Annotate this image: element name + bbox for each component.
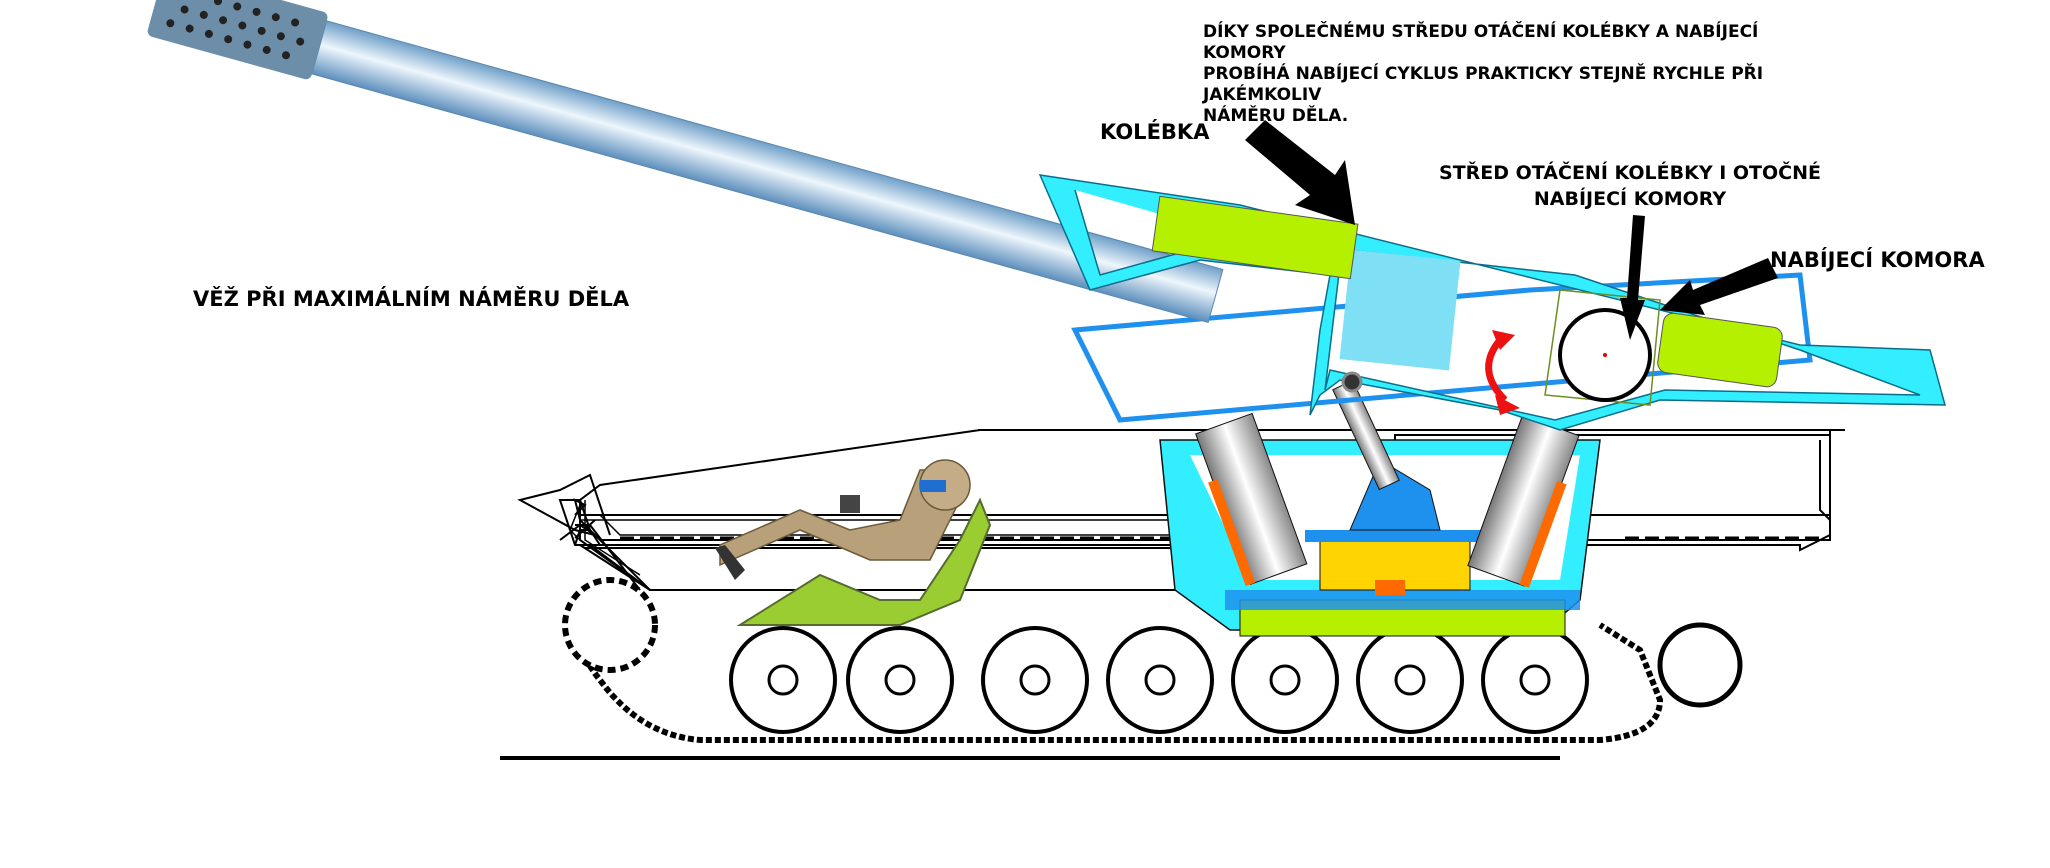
cradle-arrow [1245, 120, 1355, 225]
rotation-arrow-head-top [1492, 330, 1515, 350]
pointer-arrows [1245, 120, 1778, 340]
note-line-3: NÁMĚRU DĚLA. [1203, 106, 1349, 126]
pivot-arrow [1620, 215, 1645, 340]
pivot-label-line-2: NABÍJECÍ KOMORY [1533, 188, 1727, 210]
drive-sprocket [562, 577, 658, 673]
explanation-note: DÍKY SPOLEČNÉMU STŘEDU OTÁČENÍ KOLÉBKY A… [1203, 22, 1803, 127]
hull-rear [1395, 440, 1831, 541]
ammo-cylinder-right [1467, 414, 1580, 588]
mount-blue [1305, 530, 1485, 542]
hydraulic-joint [1341, 371, 1363, 393]
muzzle-brake-holes [166, 0, 305, 60]
cradle-window [1339, 249, 1461, 371]
pivot-label-line-1: STŘED OTÁČENÍ KOLÉBKY I OTOČNÉ [1439, 162, 1821, 184]
hull-front [569, 500, 1320, 576]
ammo-cylinder-left [1195, 412, 1308, 587]
pivot-center [1603, 353, 1607, 357]
gun-barrel [147, 0, 1224, 324]
hydraulic-pivot [1349, 459, 1441, 531]
rotation-arrow-head-bottom [1495, 395, 1520, 415]
note-line-2: PROBÍHÁ NABÍJECÍ CYKLUS PRAKTICKY STEJNĚ… [1203, 64, 1764, 105]
recoil-green [1151, 195, 1359, 280]
turret-label: VĚŽ PŘI MAXIMÁLNÍM NÁMĚRU DĚLA [193, 287, 630, 311]
chamber-arrow [1660, 258, 1778, 315]
idler-wheel [1657, 622, 1743, 708]
chamber-label: NABÍJECÍ KOMORA [1770, 248, 1985, 272]
mount-orange [1375, 580, 1405, 595]
road-wheels [729, 626, 1589, 734]
driver-figure [715, 459, 992, 626]
cradle-label: KOLÉBKA [1100, 120, 1210, 144]
chamber-green [1657, 312, 1783, 388]
chamber-frame [1544, 289, 1661, 406]
base-blue [1225, 590, 1580, 610]
note-line-1: DÍKY SPOLEČNÉMU STŘEDU OTÁČENÍ KOLÉBKY A… [1203, 22, 1759, 63]
pivot-label: STŘED OTÁČENÍ KOLÉBKY I OTOČNÉ NABÍJECÍ … [1420, 160, 1840, 212]
rotation-arrow [1485, 337, 1508, 403]
